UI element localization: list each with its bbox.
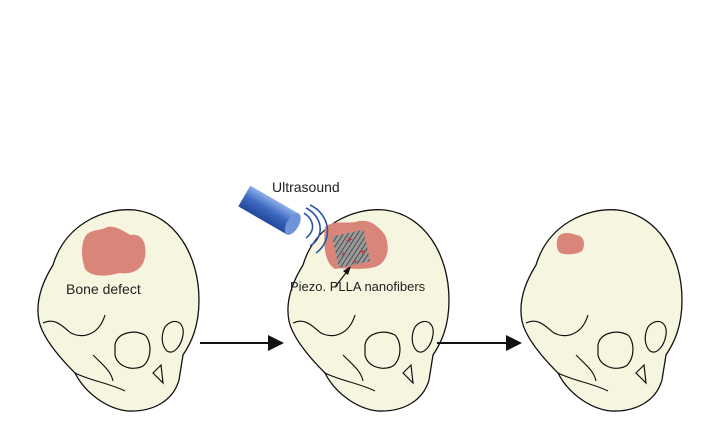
skull-with-treatment: + + + + [287, 209, 450, 412]
ultrasound-label: Ultrasound [272, 179, 340, 195]
svg-text:+: + [339, 249, 347, 259]
residual-defect-patch [556, 233, 584, 255]
bone-defect-patch [82, 226, 146, 276]
svg-text:+: + [357, 246, 367, 259]
skull-healed [520, 209, 683, 412]
ultrasound-probe-icon [238, 185, 301, 235]
nanofiber-scaffold: + + + + [332, 229, 371, 268]
nanofibers-label: Piezo. PLLA nanofibers [290, 279, 426, 294]
skull-with-defect [37, 209, 200, 412]
svg-text:+: + [351, 257, 359, 267]
bone-defect-label: Bone defect [66, 281, 141, 297]
ultrasound-waves-icon [303, 204, 329, 254]
svg-text:+: + [344, 234, 354, 247]
arrow-right-icon [437, 335, 522, 351]
arrow-right-icon [200, 335, 284, 351]
